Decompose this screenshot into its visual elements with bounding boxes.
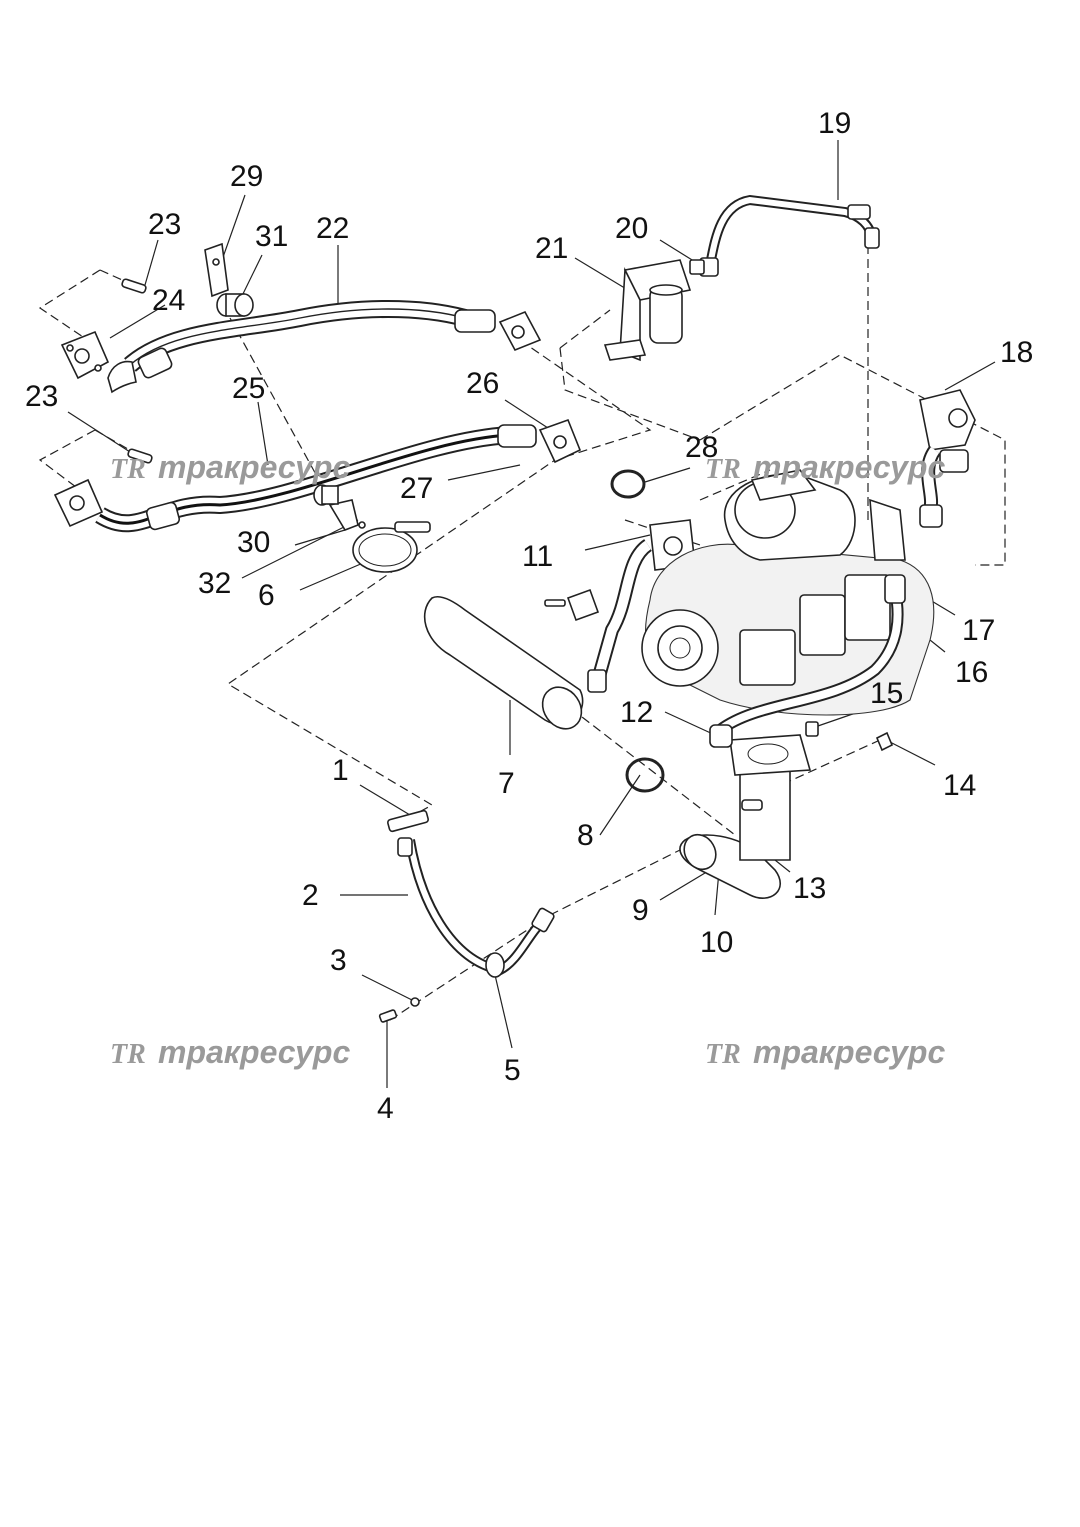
callout-23-upper: 23 (148, 208, 181, 241)
screw-32 (358, 521, 366, 529)
callout-19: 19 (818, 107, 851, 140)
watermark-logo: TR (705, 1039, 741, 1070)
bracket-29 (204, 242, 229, 298)
callout-1: 1 (332, 754, 349, 787)
hose-19 (699, 194, 880, 277)
callout-5: 5 (504, 1054, 521, 1087)
fitting-15 (805, 721, 819, 737)
clamp-6 (352, 521, 431, 573)
sleeve-31 (216, 293, 254, 317)
callout-28: 28 (685, 431, 718, 464)
callout-16: 16 (955, 656, 988, 689)
watermark-1: TR тракресурс (110, 449, 350, 485)
callout-32: 32 (198, 567, 231, 600)
watermark-text: тракресурс (158, 1034, 350, 1070)
clip-5 (485, 952, 505, 978)
callout-8: 8 (577, 819, 594, 852)
callout-24: 24 (152, 284, 185, 317)
oring-28 (610, 469, 646, 499)
tube-7 (423, 595, 584, 730)
callout-27: 27 (400, 472, 433, 505)
flange-22-right (498, 310, 542, 352)
flange-26 (538, 418, 582, 464)
callout-31: 31 (255, 220, 288, 253)
callout-6: 6 (258, 579, 275, 612)
callout-17: 17 (962, 614, 995, 647)
watermark-logo: TR (110, 1039, 146, 1070)
callout-25: 25 (232, 372, 265, 405)
leader-lines (67, 140, 996, 1088)
watermark-4: TR тракресурс (705, 1034, 945, 1070)
watermark-text: тракресурс (753, 449, 945, 485)
watermark-3: TR тракресурс (110, 1034, 350, 1070)
bracket-30 (313, 484, 359, 531)
watermark-logo: TR (110, 454, 146, 485)
callout-14: 14 (943, 769, 976, 802)
callout-labels: 1 2 3 4 5 6 7 8 9 10 11 12 13 14 15 16 1… (25, 107, 1033, 1125)
flange-24 (60, 330, 110, 380)
callout-29: 29 (230, 160, 263, 193)
callout-26: 26 (466, 367, 499, 400)
bolt-23-lower (127, 448, 153, 464)
plug-14 (875, 731, 894, 752)
callout-9: 9 (632, 894, 649, 927)
hose-22 (107, 300, 496, 394)
callout-12: 12 (620, 696, 653, 729)
oring-8 (625, 757, 665, 793)
callout-4: 4 (377, 1092, 394, 1125)
filter-21 (603, 259, 692, 362)
callout-21: 21 (535, 232, 568, 265)
main-pump-assembly (641, 469, 935, 716)
callout-13: 13 (793, 872, 826, 905)
callout-7: 7 (498, 767, 515, 800)
hose-16 (709, 574, 906, 748)
callout-2: 2 (302, 879, 319, 912)
watermark-logo: TR (705, 454, 741, 485)
callout-22: 22 (316, 212, 349, 245)
watermark-text: тракресурс (158, 449, 350, 485)
adapter-20 (689, 259, 705, 275)
valve-18 (919, 389, 976, 528)
callout-15: 15 (870, 677, 903, 710)
callout-20: 20 (615, 212, 648, 245)
callout-23-lower: 23 (25, 380, 58, 413)
callout-3: 3 (330, 944, 347, 977)
callout-11: 11 (522, 540, 553, 573)
callout-30: 30 (237, 526, 270, 559)
bolt-4 (378, 1009, 398, 1023)
watermark-2: TR тракресурс (705, 449, 945, 485)
bolt-23-upper (121, 278, 147, 294)
callout-10: 10 (700, 926, 733, 959)
washer-3 (410, 997, 420, 1007)
hose-25 (95, 424, 537, 533)
callout-18: 18 (1000, 336, 1033, 369)
watermark-text: тракресурс (753, 1034, 945, 1070)
flange-25-left (53, 478, 104, 528)
elbow-9-10 (679, 734, 812, 899)
hose-2 (387, 809, 555, 976)
